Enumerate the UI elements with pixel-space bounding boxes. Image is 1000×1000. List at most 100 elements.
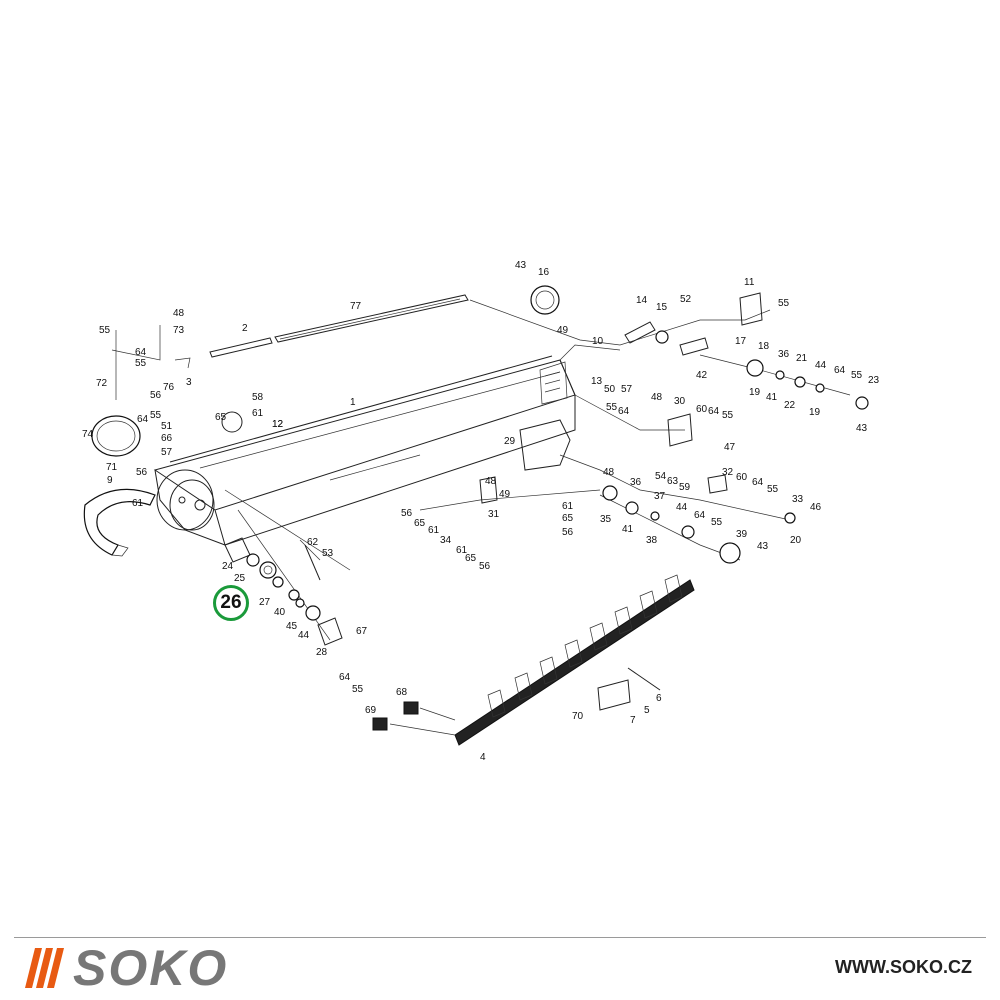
part-label: 3: [186, 377, 192, 388]
part-label: 22: [784, 400, 796, 411]
part-label: 60: [696, 404, 708, 415]
part-label: 38: [646, 535, 658, 546]
part-label: 29: [504, 436, 516, 447]
part-label: 55: [352, 684, 364, 695]
part-label: 48: [603, 467, 615, 478]
part-label: 66: [161, 433, 173, 444]
part-label: 24: [222, 561, 234, 572]
part-label: 49: [499, 489, 511, 500]
part-label: 42: [696, 370, 708, 381]
website-link[interactable]: WWW.SOKO.CZ: [835, 957, 972, 977]
part-label: 56: [150, 390, 162, 401]
part-label: 65: [562, 513, 574, 524]
part-label: 62: [307, 537, 319, 548]
part-label: 19: [809, 407, 821, 418]
part-label: 36: [778, 349, 790, 360]
part-label: 13: [591, 376, 603, 387]
part-label: 52: [680, 294, 692, 305]
part-label: 18: [758, 341, 770, 352]
part-label: 49: [557, 325, 569, 336]
part-label: 41: [766, 392, 778, 403]
part-label: 55: [99, 325, 111, 336]
part-label: 57: [621, 384, 633, 395]
part-label: 55: [135, 358, 147, 369]
part-label: 32: [722, 467, 734, 478]
part-label: 10: [592, 336, 604, 347]
exploded-parts-diagram: 43 16 11 55 14 15 52 77 49 10 17 2 48 73…: [82, 260, 880, 763]
part-label: 64: [135, 347, 147, 358]
part-label: 72: [96, 378, 108, 389]
part-label: 34: [440, 535, 452, 546]
part-label: 64: [752, 477, 764, 488]
part-label: 33: [792, 494, 804, 505]
part-label: 56: [136, 467, 148, 478]
part-label: 61: [456, 545, 468, 556]
part-label: 43: [515, 260, 527, 271]
part-label: 64: [834, 365, 846, 376]
part-label: 63: [667, 476, 679, 487]
brand-name: SOKO: [73, 940, 229, 996]
part-label: 50: [604, 384, 616, 395]
part-label: 31: [488, 509, 500, 520]
part-label: 11: [744, 277, 755, 288]
part-label: 46: [810, 502, 822, 513]
part-label: 16: [538, 267, 550, 278]
highlighted-part-marker[interactable]: 26: [213, 585, 249, 621]
part-label: 25: [234, 573, 246, 584]
part-label: 61: [428, 525, 440, 536]
part-label: 9: [107, 475, 113, 486]
part-label: 55: [150, 410, 162, 421]
part-label: 12: [272, 419, 284, 430]
part-label: 48: [651, 392, 663, 403]
part-label: 55: [767, 484, 779, 495]
part-label: 5: [644, 705, 650, 716]
part-label: 64: [694, 510, 706, 521]
part-label: 56: [479, 561, 491, 572]
part-label: 61: [562, 501, 574, 512]
part-label: 57: [161, 447, 173, 458]
part-label: 30: [674, 396, 686, 407]
part-label: 35: [600, 514, 612, 525]
part-label: 53: [322, 548, 334, 559]
part-label: 61: [252, 408, 264, 419]
part-label: 28: [316, 647, 328, 658]
part-label: 20: [790, 535, 802, 546]
part-label: 44: [815, 360, 827, 371]
part-label: 67: [356, 626, 368, 637]
part-label: 19: [749, 387, 761, 398]
part-label: 56: [562, 527, 574, 538]
part-label: 54: [655, 471, 667, 482]
part-label: 68: [396, 687, 408, 698]
part-label: 37: [654, 491, 666, 502]
right-assemblies: [479, 285, 869, 564]
part-label: 64: [339, 672, 351, 683]
part-label: 73: [173, 325, 185, 336]
part-label: 7: [630, 715, 636, 726]
part-label: 64: [137, 414, 149, 425]
part-label: 55: [606, 402, 618, 413]
part-label: 48: [485, 476, 497, 487]
part-label: 51: [161, 421, 173, 432]
part-label: 6: [656, 693, 662, 704]
part-label: 48: [173, 308, 185, 319]
part-label: 55: [778, 298, 790, 309]
part-label: 56: [401, 508, 413, 519]
part-label: 55: [851, 370, 863, 381]
part-label: 71: [106, 462, 118, 473]
part-label: 60: [736, 472, 748, 483]
part-labels: 43 16 11 55 14 15 52 77 49 10 17 2 48 73…: [82, 260, 880, 763]
part-label: 58: [252, 392, 264, 403]
footer-divider: [14, 937, 986, 938]
soko-logo[interactable]: SOKO: [25, 940, 229, 996]
part-label: 36: [630, 477, 642, 488]
top-rails: [209, 294, 469, 358]
part-label: 23: [868, 375, 880, 386]
part-label: 43: [856, 423, 868, 434]
part-label: 2: [242, 323, 248, 334]
part-label: 45: [286, 621, 298, 632]
part-label: 65: [465, 553, 477, 564]
logo-stripes-icon: [25, 948, 64, 988]
part-label: 61: [132, 498, 144, 509]
part-label: 21: [796, 353, 808, 364]
part-label: 59: [679, 482, 691, 493]
